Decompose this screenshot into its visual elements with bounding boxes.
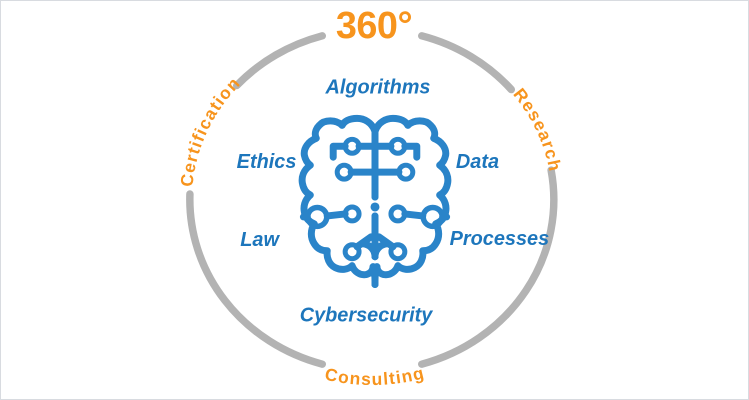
ring-arcs <box>186 32 558 368</box>
inner-label-algorithms: Algorithms <box>324 77 430 99</box>
inner-label-law: Law <box>240 229 280 251</box>
inner-label-data: Data <box>456 151 499 173</box>
ring-label-research: Research <box>510 84 566 173</box>
ring-arc-segment <box>418 32 516 94</box>
ring-arc-segment <box>418 166 558 368</box>
degree-label: 360° <box>336 5 412 47</box>
ring-label-certification-text: Certification <box>176 72 243 187</box>
ring-label-research-text: Research <box>510 84 565 173</box>
ring-label-consulting-text: Consulting <box>323 362 425 389</box>
ring-arc-segment <box>186 190 326 368</box>
brain-center-dot <box>370 202 380 212</box>
ring-arc-segment <box>232 32 326 90</box>
inner-label-processes: Processes <box>450 228 550 250</box>
ring-labels: 360° Certification Research Consulting <box>176 5 566 389</box>
inner-labels: Algorithms Ethics Data Law Processes Cyb… <box>237 77 549 327</box>
ring-label-consulting: Consulting <box>323 362 426 389</box>
ring-label-certification: Certification <box>176 72 244 187</box>
inner-label-ethics: Ethics <box>237 151 297 173</box>
inner-label-cybersecurity: Cybersecurity <box>300 304 434 326</box>
circuit-brain-icon <box>302 118 448 284</box>
